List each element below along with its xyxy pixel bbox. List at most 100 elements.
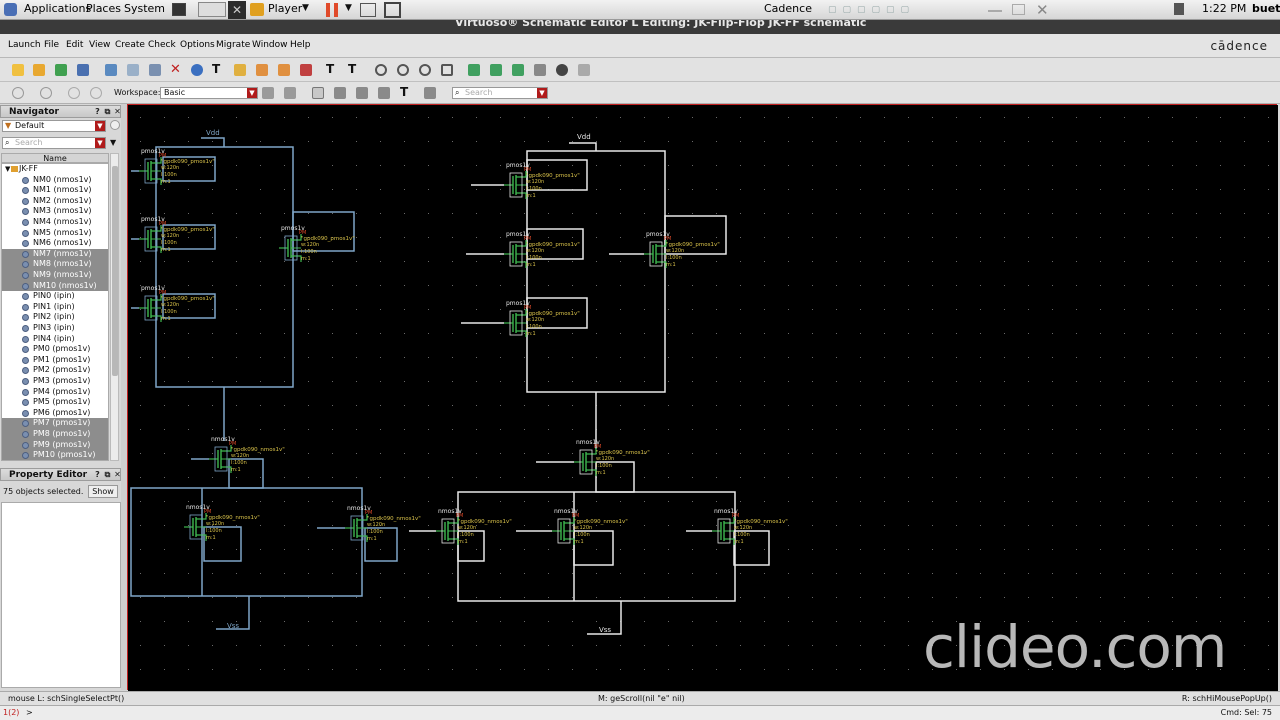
zoom-box-icon[interactable] xyxy=(441,64,453,76)
close-icon[interactable]: ✕ xyxy=(1036,1,1049,19)
netlist-icon[interactable] xyxy=(578,64,590,76)
chevron-down-icon-nav-search[interactable]: ▼ xyxy=(95,138,105,148)
check-save-icon[interactable] xyxy=(55,64,67,76)
help-icon-prop[interactable]: ? xyxy=(95,470,100,479)
tree-item[interactable]: PM0 (pmos1v) xyxy=(2,344,108,355)
applications-menu[interactable]: Applications xyxy=(24,2,92,15)
help-icon[interactable]: ? xyxy=(95,107,100,116)
panel-splitter[interactable] xyxy=(121,104,127,690)
tree-item[interactable]: PIN1 (ipin) xyxy=(2,302,108,313)
command-input[interactable] xyxy=(34,707,1134,719)
stretch-icon[interactable] xyxy=(149,64,161,76)
delete-icon[interactable]: ✕ xyxy=(170,62,181,77)
move-icon[interactable] xyxy=(105,64,117,76)
tree-item[interactable]: PIN3 (ipin) xyxy=(2,323,108,334)
terminal-icon[interactable] xyxy=(172,3,186,16)
tree-item[interactable]: NM7 (nmos1v) xyxy=(2,248,108,260)
filter-icon[interactable] xyxy=(424,87,436,99)
tree-item[interactable]: NM10 (nmos1v) xyxy=(2,280,108,292)
pin-label-icon[interactable]: T xyxy=(348,62,357,76)
tree-root[interactable]: ▼ JK-FF xyxy=(2,164,108,175)
select-mode-icon[interactable] xyxy=(312,87,324,99)
tree-item[interactable]: NM9 (nmos1v) xyxy=(2,270,108,281)
player-menu[interactable]: Player xyxy=(268,2,303,15)
tree-item[interactable]: PM5 (pmos1v) xyxy=(2,397,108,408)
undo-icon[interactable] xyxy=(256,64,268,76)
toolbar-search[interactable]: ⌕ Search ▼ xyxy=(452,87,548,99)
tree-item[interactable]: PM8 (pmos1v) xyxy=(2,429,108,440)
chevron-down-icon[interactable]: ▼ xyxy=(302,3,309,13)
new-icon[interactable] xyxy=(12,64,24,76)
menu-check[interactable]: Check xyxy=(148,40,176,50)
nav-forward-icon[interactable] xyxy=(40,87,52,99)
menu-view[interactable]: View xyxy=(89,40,111,50)
ascend-icon[interactable] xyxy=(512,64,524,76)
tree-item[interactable]: NM0 (nmos1v) xyxy=(2,175,108,186)
navigator-search[interactable]: ⌕ Search ▼ xyxy=(2,137,106,149)
navigator-scrollbar[interactable] xyxy=(110,153,119,461)
select-label-icon[interactable]: T xyxy=(400,85,409,99)
menu-migrate[interactable]: Migrate xyxy=(216,40,251,50)
schematic-drawing[interactable]: Vddpmos1vPM"gpdk090_pmos1v"w:120nl:100nm… xyxy=(128,105,1278,691)
float-icon-prop[interactable]: ⧉ xyxy=(104,470,111,479)
tree-item[interactable]: NM2 (nmos1v) xyxy=(2,196,108,207)
menu-file[interactable]: File xyxy=(44,40,60,50)
fullscreen-icon[interactable] xyxy=(384,2,401,18)
navigator-filter[interactable]: ▼ Default ▼ xyxy=(2,120,106,132)
minimize-icon[interactable] xyxy=(988,10,1002,12)
wire-icon[interactable] xyxy=(534,64,546,76)
menu-edit[interactable]: Edit xyxy=(66,40,84,50)
scrollbar-thumb[interactable] xyxy=(112,166,118,376)
instance-icon[interactable] xyxy=(300,64,312,76)
zoom-in-icon[interactable] xyxy=(375,64,387,76)
select-pin-icon[interactable] xyxy=(378,87,390,99)
tree-item[interactable]: NM8 (nmos1v) xyxy=(2,259,108,270)
send-keys-icon[interactable] xyxy=(360,3,376,17)
properties-icon[interactable] xyxy=(191,64,203,76)
workspace-save-icon[interactable] xyxy=(262,87,274,99)
label-icon[interactable]: T xyxy=(326,62,335,76)
tree-item[interactable]: PM6 (pmos1v) xyxy=(2,408,108,419)
text-tool-icon[interactable]: T xyxy=(212,62,221,76)
cadence-window-label[interactable]: Cadence xyxy=(764,2,812,15)
chevron-down-icon-filter[interactable]: ▼ xyxy=(95,121,105,131)
workspace-select[interactable]: Basic ▼ xyxy=(160,87,258,99)
select-inst-icon[interactable] xyxy=(356,87,368,99)
bus-icon[interactable] xyxy=(556,64,568,76)
close-icon-navigator[interactable]: ✕ xyxy=(114,107,121,116)
nav-back-icon[interactable] xyxy=(12,87,24,99)
taskbar-window-button[interactable] xyxy=(198,2,226,17)
pin-icon[interactable]: ✕ xyxy=(228,1,246,19)
nav-home-icon[interactable] xyxy=(90,87,102,99)
tree-item[interactable]: PM2 (pmos1v) xyxy=(2,365,108,376)
tree-item[interactable]: NM5 (nmos1v) xyxy=(2,228,108,239)
save-icon[interactable] xyxy=(77,64,89,76)
zoom-fit-icon[interactable] xyxy=(419,64,431,76)
tree-item[interactable]: PM4 (pmos1v) xyxy=(2,387,108,398)
tree-item[interactable]: PM10 (pmos1v) xyxy=(2,450,108,460)
tree-item[interactable]: PM1 (pmos1v) xyxy=(2,355,108,366)
tree-item[interactable]: NM4 (nmos1v) xyxy=(2,217,108,228)
pause-icon[interactable] xyxy=(326,3,338,17)
tree-item[interactable]: NM6 (nmos1v) xyxy=(2,238,108,249)
chevron-down-icon-search[interactable]: ▼ xyxy=(537,88,547,98)
tree-item[interactable]: NM1 (nmos1v) xyxy=(2,185,108,196)
chevron-down-icon-workspace[interactable]: ▼ xyxy=(247,88,257,98)
tree-item[interactable]: PIN4 (ipin) xyxy=(2,334,108,345)
nav-up-icon[interactable] xyxy=(68,87,80,99)
float-icon[interactable]: ⧉ xyxy=(104,107,111,116)
menu-window[interactable]: Window xyxy=(252,40,288,50)
menu-launch[interactable]: Launch xyxy=(8,40,41,50)
menu-create[interactable]: Create xyxy=(115,40,145,50)
system-menu[interactable]: System xyxy=(124,2,166,15)
tree-item[interactable]: PIN0 (ipin) xyxy=(2,291,108,302)
copy-icon[interactable] xyxy=(127,64,139,76)
close-icon-prop[interactable]: ✕ xyxy=(114,470,121,479)
workspace-load-icon[interactable] xyxy=(284,87,296,99)
tree-item[interactable]: PIN2 (ipin) xyxy=(2,312,108,323)
chevron-down-icon-2[interactable]: ▼ xyxy=(345,3,352,13)
tree-item[interactable]: PM7 (pmos1v) xyxy=(2,418,108,429)
tree-item[interactable]: NM3 (nmos1v) xyxy=(2,206,108,217)
user-name[interactable]: buet xyxy=(1252,2,1280,15)
rotate-icon[interactable] xyxy=(234,64,246,76)
